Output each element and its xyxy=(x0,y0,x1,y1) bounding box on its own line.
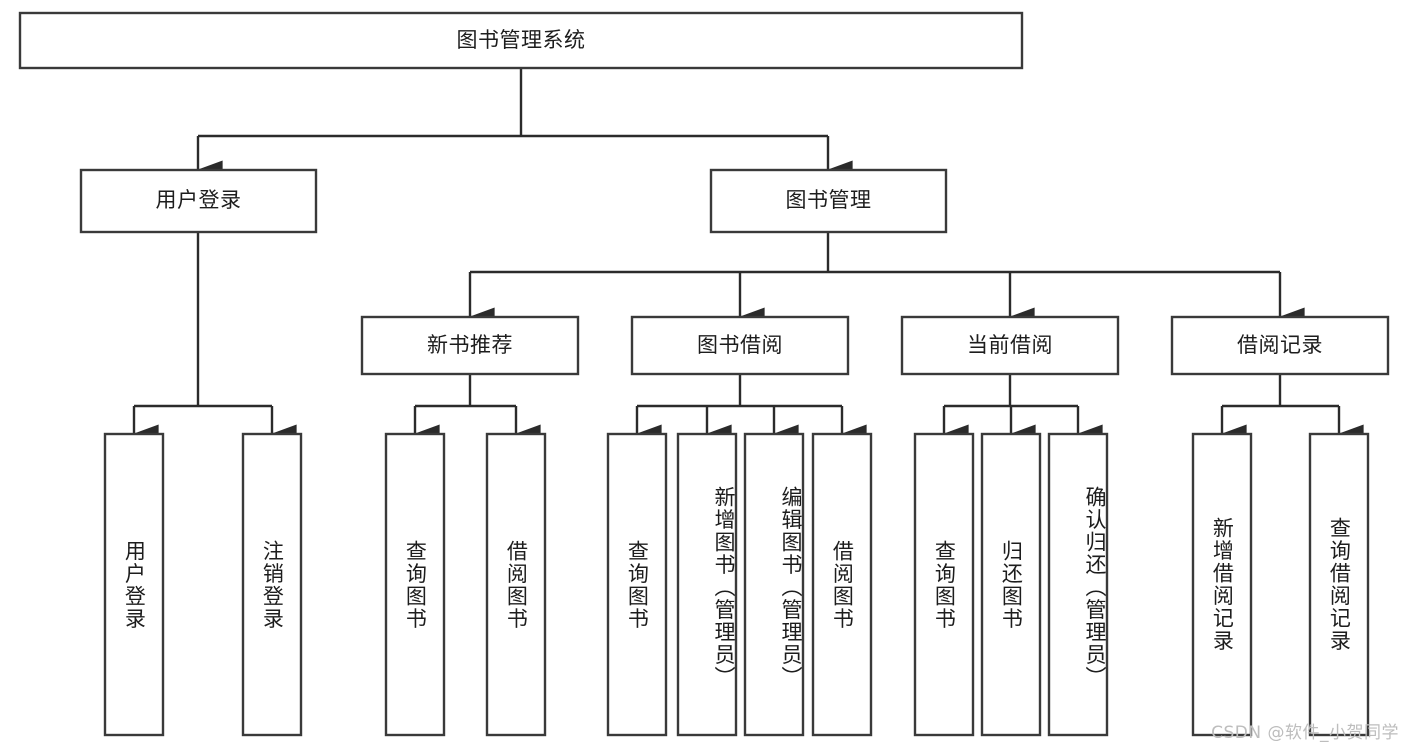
node-box-leaf-borrow-book-2[interactable] xyxy=(811,432,873,737)
node-box-root[interactable] xyxy=(18,11,1024,70)
node-box-leaf-confirm-return[interactable] xyxy=(1047,432,1109,737)
node-box-new-book-recommend[interactable] xyxy=(360,315,580,376)
node-box-user-login[interactable] xyxy=(79,168,318,234)
node-box-leaf-query-book-3[interactable] xyxy=(913,432,975,737)
connector-currentborrow-to-leaves xyxy=(942,374,1103,444)
node-box-leaf-query-record[interactable] xyxy=(1308,432,1370,737)
node-box-leaf-return-book[interactable] xyxy=(980,432,1042,737)
node-box-leaf-add-record[interactable] xyxy=(1191,432,1253,737)
connector-root-to-level2 xyxy=(196,68,853,180)
node-box-leaf-logout-login[interactable] xyxy=(241,432,303,737)
node-box-leaf-query-book-2[interactable] xyxy=(606,432,668,737)
connector-borrowrecord-to-leaves xyxy=(1220,374,1364,444)
connector-newbook-to-leaves xyxy=(413,374,541,444)
node-box-leaf-borrow-book-1[interactable] xyxy=(485,432,547,737)
node-box-leaf-add-book[interactable] xyxy=(676,432,738,737)
node-box-leaf-user-login[interactable] xyxy=(103,432,165,737)
connector-bookborrow-to-leaves xyxy=(635,374,867,444)
node-box-leaf-edit-book[interactable] xyxy=(743,432,805,737)
connector-bookmanage-to-level3 xyxy=(468,232,1305,327)
node-box-current-borrow[interactable] xyxy=(900,315,1120,376)
node-box-book-manage[interactable] xyxy=(709,168,948,234)
connector-userlogin-to-leaves xyxy=(132,232,297,444)
node-box-borrow-record[interactable] xyxy=(1170,315,1390,376)
node-box-leaf-query-book-1[interactable] xyxy=(384,432,446,737)
node-box-book-borrow[interactable] xyxy=(630,315,850,376)
